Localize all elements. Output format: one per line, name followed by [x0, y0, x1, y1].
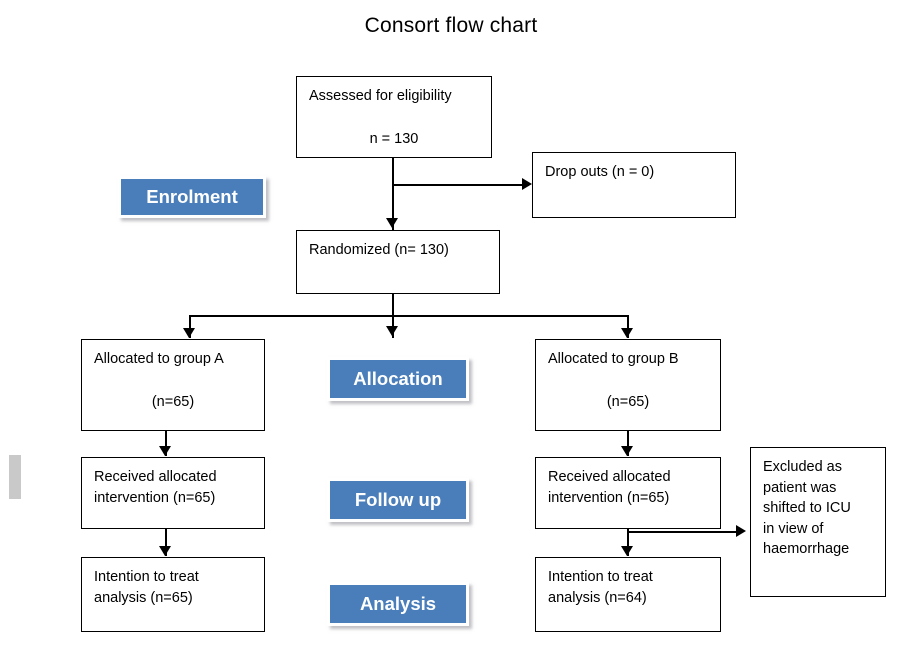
node-itt-analysis-b: Intention to treat analysis (n=64) [535, 557, 721, 632]
arrowhead-to-received-b [621, 446, 633, 456]
node-randomized-line1: Randomized (n= 130) [309, 242, 449, 258]
stage-label-allocation-text: Allocation [353, 368, 443, 389]
arrowhead-to-dropouts [522, 178, 532, 190]
stage-label-allocation: Allocation [327, 357, 469, 401]
node-received-allocated-b-text: Received allocated intervention (n=65) [548, 469, 671, 506]
node-drop-outs-line1: Drop outs (n = 0) [545, 164, 655, 180]
node-itt-analysis-a-text: Intention to treat analysis (n=65) [94, 569, 199, 606]
vertical-scrollbar-thumb[interactable] [9, 455, 21, 499]
node-assessed-line1: Assessed for eligibility [309, 88, 452, 104]
arrowhead-randomized-center [386, 326, 398, 336]
connector-received-b-to-itt-b [627, 529, 629, 556]
connector-received-b-to-excluded [627, 531, 740, 533]
arrowhead-to-received-a [159, 446, 171, 456]
node-allocated-group-a-line2: (n=65) [151, 393, 195, 410]
connector-randomized-to-group-a [189, 315, 191, 338]
node-allocated-group-b-line2: (n=65) [606, 393, 650, 410]
node-received-allocated-a: Received allocated intervention (n=65) [81, 457, 265, 529]
page-title: Consort flow chart [364, 14, 538, 37]
node-excluded-text: Excluded as patient was shifted to ICU i… [763, 459, 851, 558]
node-drop-outs: Drop outs (n = 0) [532, 152, 736, 218]
arrowhead-to-group-b [621, 328, 633, 338]
connector-assessed-to-dropouts [392, 184, 529, 186]
connector-randomized-spreader [189, 315, 629, 317]
stage-label-enrolment-text: Enrolment [146, 186, 238, 207]
stage-label-follow-up: Follow up [327, 478, 469, 522]
stage-label-analysis-text: Analysis [359, 593, 437, 614]
arrowhead-to-itt-a [159, 546, 171, 556]
node-itt-analysis-a: Intention to treat analysis (n=65) [81, 557, 265, 632]
node-allocated-group-b-line1: Allocated to group B [548, 351, 679, 367]
stage-label-follow-up-text: Follow up [354, 489, 442, 510]
connector-randomized-to-group-b [627, 315, 629, 338]
stage-label-enrolment: Enrolment [118, 176, 266, 218]
node-allocated-group-a: Allocated to group A (n=65) [81, 339, 265, 431]
connector-group-a-to-received-a [165, 431, 167, 456]
node-itt-analysis-b-text: Intention to treat analysis (n=64) [548, 569, 653, 606]
node-allocated-group-b: Allocated to group B (n=65) [535, 339, 721, 431]
stage-label-analysis: Analysis [327, 582, 469, 626]
node-assessed-line2: n = 130 [369, 130, 419, 147]
connector-received-a-to-itt-a [165, 529, 167, 556]
node-assessed-for-eligibility: Assessed for eligibility n = 130 [296, 76, 492, 158]
arrowhead-to-group-a [183, 328, 195, 338]
node-received-allocated-b: Received allocated intervention (n=65) [535, 457, 721, 529]
node-randomized: Randomized (n= 130) [296, 230, 500, 294]
node-allocated-group-a-line1: Allocated to group A [94, 351, 224, 367]
arrowhead-to-itt-b [621, 546, 633, 556]
arrowhead-to-excluded [736, 525, 746, 537]
node-excluded: Excluded as patient was shifted to ICU i… [750, 447, 886, 597]
connector-group-b-to-received-b [627, 431, 629, 456]
connector-assessed-stem [392, 158, 394, 230]
arrowhead-assessed-to-randomized [386, 218, 398, 228]
node-received-allocated-a-text: Received allocated intervention (n=65) [94, 469, 217, 506]
